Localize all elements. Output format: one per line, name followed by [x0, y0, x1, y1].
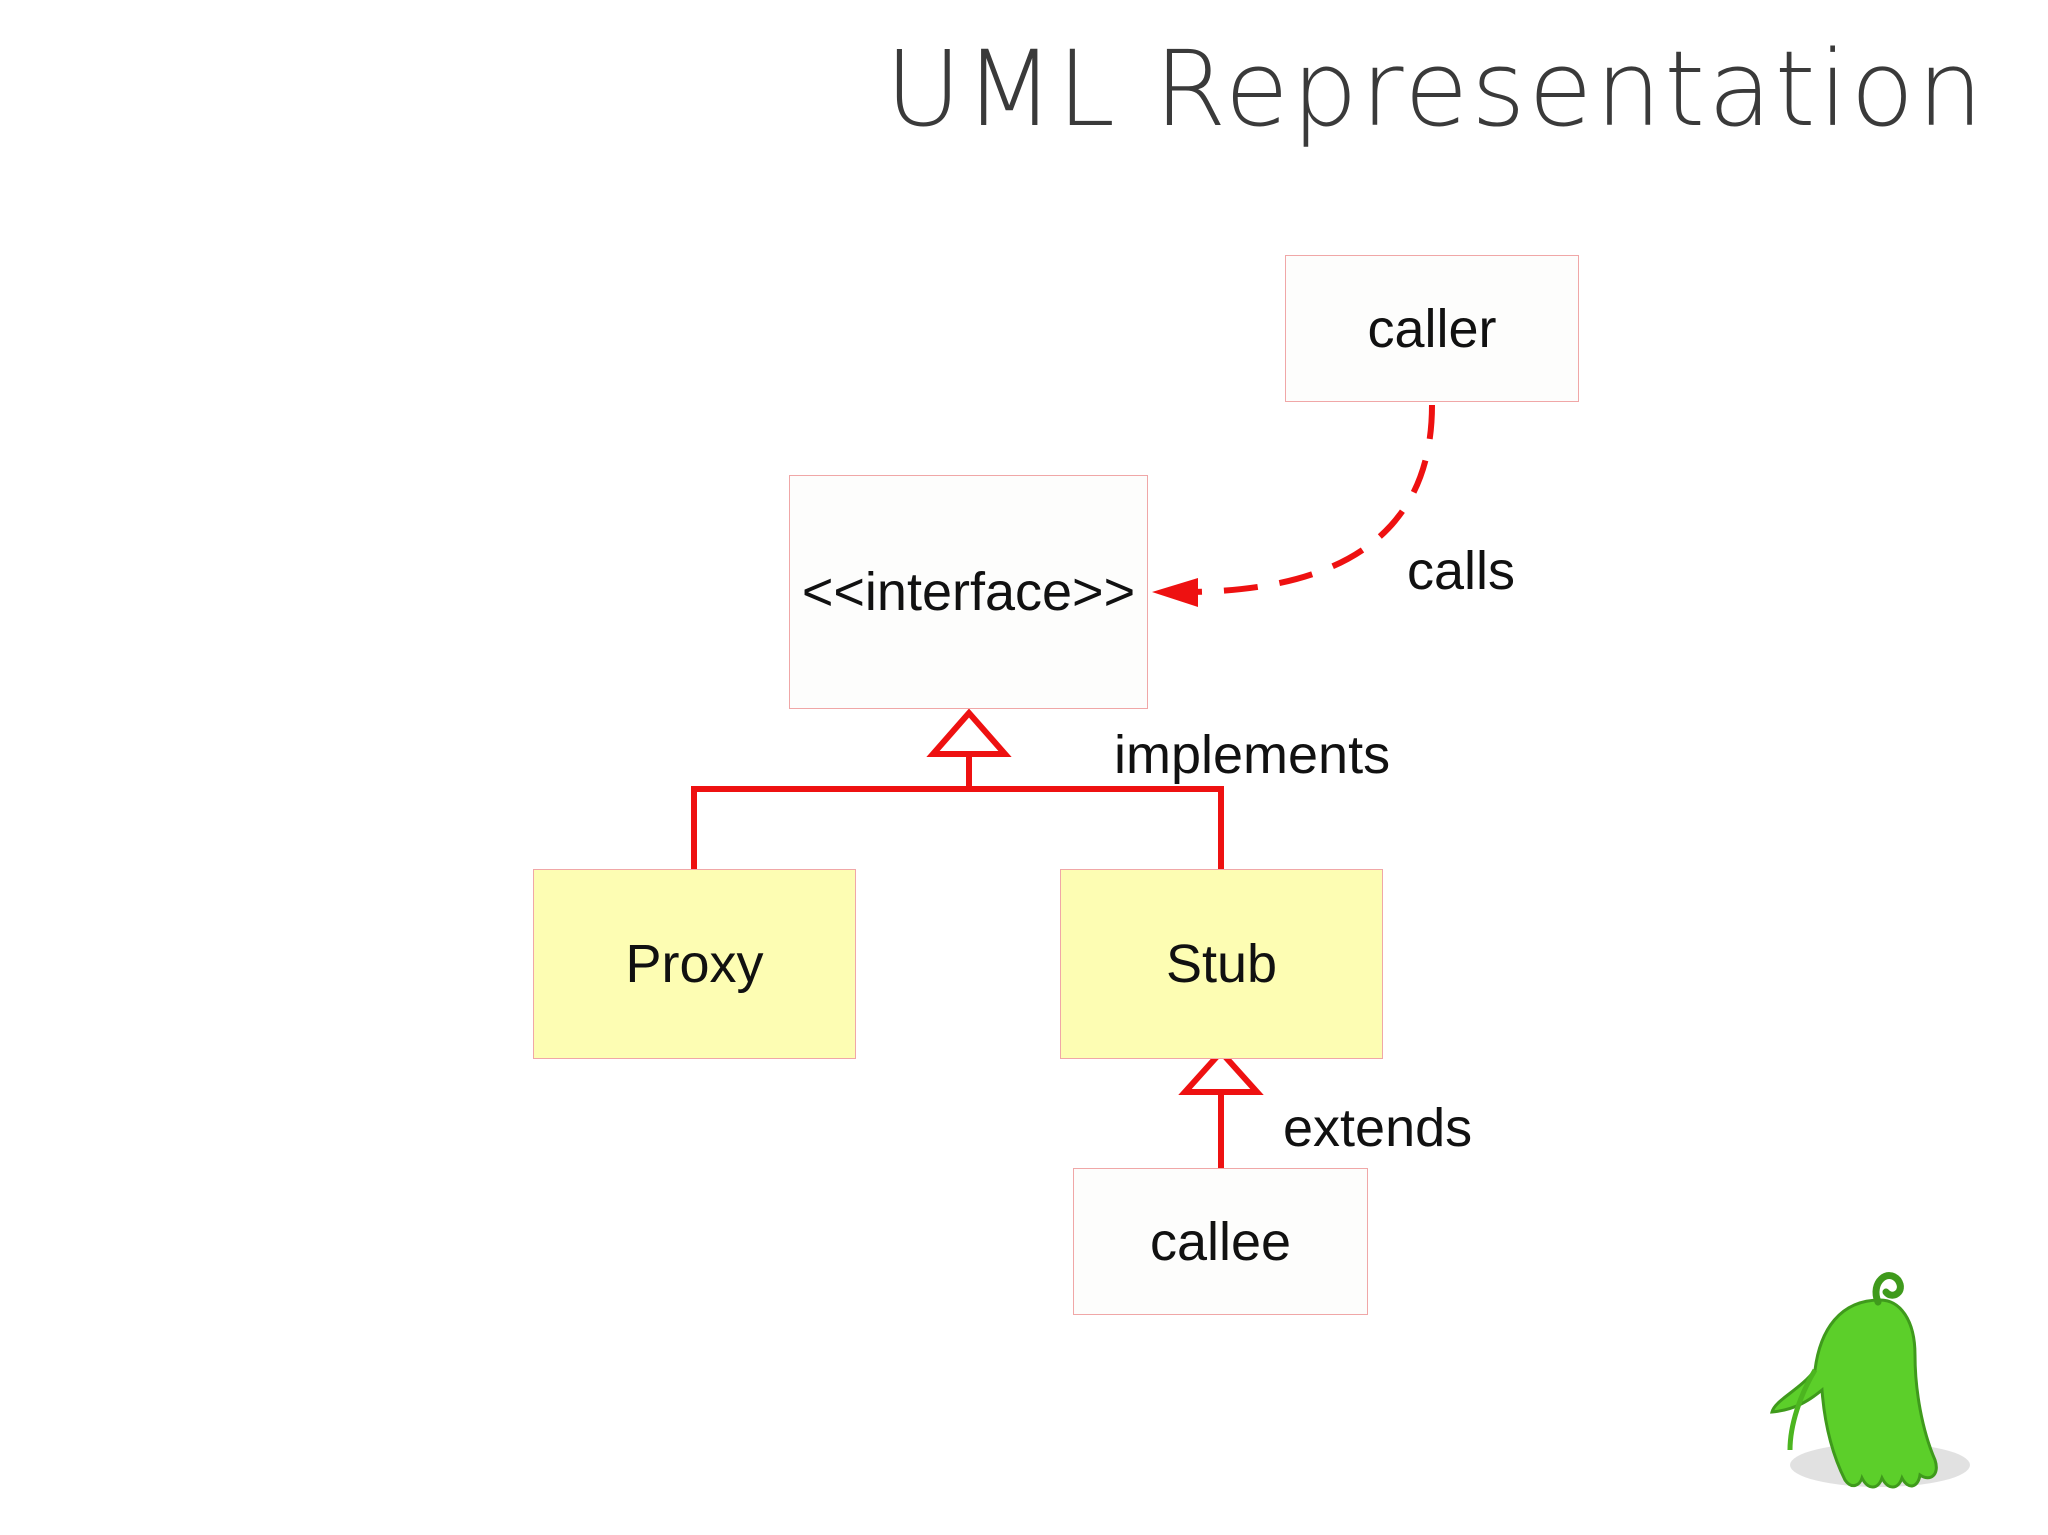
proxy-node: Proxy	[533, 869, 856, 1059]
implements-line-proxy	[691, 786, 969, 869]
implements-line-stub	[969, 786, 1224, 869]
extends-label: extends	[1283, 1098, 1473, 1158]
callee-node: callee	[1073, 1168, 1368, 1315]
calls-arrowhead	[1152, 578, 1198, 607]
slide-title: UML Representation	[885, 28, 1986, 150]
calls-arrow-line	[1189, 404, 1435, 595]
implements-arrowhead	[926, 708, 1012, 757]
interface-node: <<interface>>	[789, 475, 1148, 709]
caller-node: caller	[1285, 255, 1579, 402]
implements-label: implements	[1114, 725, 1391, 785]
green-mascot-icon	[1770, 1272, 1970, 1489]
stub-node: Stub	[1060, 869, 1383, 1059]
calls-label: calls	[1407, 541, 1516, 601]
extends-arrowhead	[1178, 1047, 1264, 1095]
